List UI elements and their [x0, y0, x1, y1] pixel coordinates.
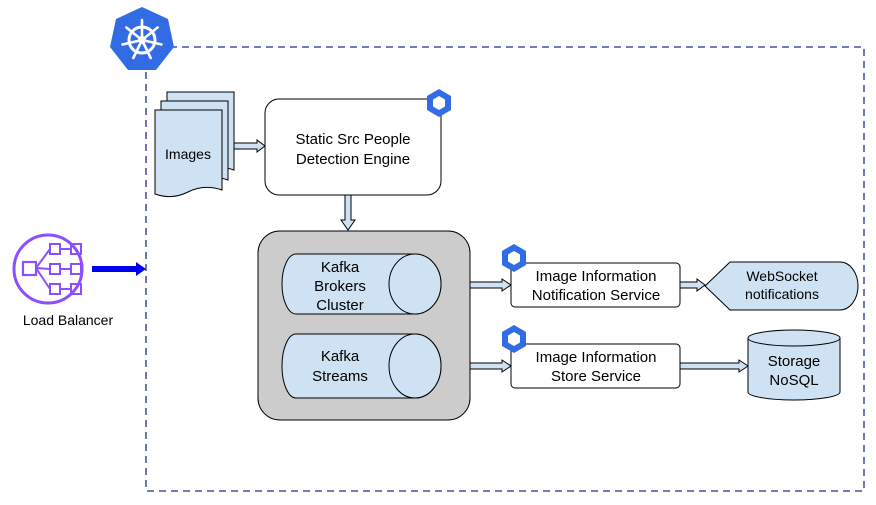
- storage-line2: NoSQL: [769, 372, 818, 389]
- kafka-to-store-arrow: [469, 359, 512, 373]
- kafka-streams-line1: Kafka: [321, 348, 360, 365]
- kafka-streams-cylinder: [281, 333, 442, 399]
- detection-engine-line1: Static Src People: [295, 131, 410, 148]
- load-balancer-icon: [12, 233, 84, 305]
- engine-to-kafka-arrow: [340, 194, 356, 231]
- images-document-stack: [154, 91, 235, 198]
- load-balancer-label: Load Balancer: [23, 312, 114, 328]
- websocket-line2: notifications: [745, 286, 819, 302]
- load-balancer-arrow: [92, 262, 146, 276]
- notification-service-line2: Notification Service: [532, 287, 660, 304]
- websocket-display-shape: [704, 261, 859, 311]
- pod-icon: [502, 325, 526, 353]
- storage-line1: Storage: [768, 353, 821, 370]
- detection-engine-box: [264, 98, 442, 196]
- kafka-brokers-line1: Kafka: [321, 259, 360, 276]
- storage-database-cylinder: [747, 329, 841, 401]
- store-service-line2: Store Service: [551, 368, 641, 385]
- notification-to-websocket-arrow: [679, 278, 706, 292]
- images-label: Images: [165, 146, 211, 162]
- pod-icon: [502, 244, 526, 272]
- images-to-engine-arrow: [233, 139, 266, 153]
- notification-service-line1: Image Information: [536, 268, 657, 285]
- kubernetes-icon: [110, 7, 174, 70]
- store-service-line1: Image Information: [536, 349, 657, 366]
- kafka-brokers-cylinder: [281, 253, 442, 315]
- store-to-storage-arrow: [679, 359, 749, 373]
- kafka-streams-line2: Streams: [312, 368, 368, 385]
- kafka-to-notification-arrow: [469, 278, 512, 292]
- kafka-brokers-line2: Brokers: [314, 278, 366, 295]
- pod-icon: [427, 89, 451, 117]
- websocket-line1: WebSocket: [746, 268, 817, 284]
- detection-engine-line2: Detection Engine: [296, 151, 410, 168]
- kafka-brokers-line3: Cluster: [316, 297, 364, 314]
